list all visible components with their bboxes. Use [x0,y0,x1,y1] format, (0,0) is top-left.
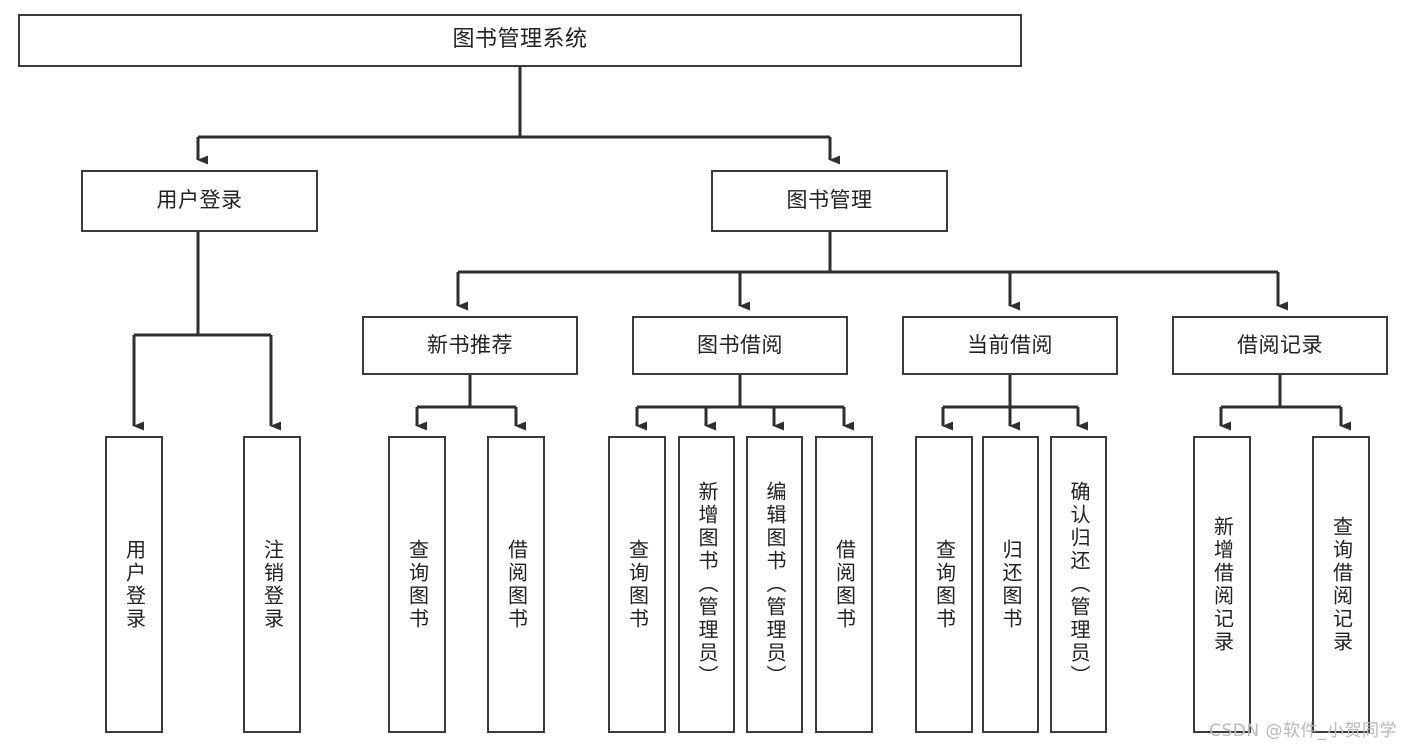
node-label: 确认归还（管理员） [1067,481,1091,688]
node-label: 图书管理 [786,188,873,213]
node-leaf-borrow-book-1[interactable]: 借阅图书 [487,436,545,733]
node-label: 新书推荐 [427,332,513,357]
node-leaf-query-book-2[interactable]: 查询图书 [608,436,666,733]
node-leaf-user-logout[interactable]: 注销登录 [243,436,301,733]
node-user-login[interactable]: 用户登录 [81,170,318,232]
node-label: 查询图书 [405,538,430,631]
node-leaf-add-record[interactable]: 新增借阅记录 [1193,436,1251,733]
node-leaf-query-book-3[interactable]: 查询图书 [915,436,973,733]
node-label: 借阅图书 [504,538,529,631]
node-leaf-add-book[interactable]: 新增图书（管理员） [678,436,735,733]
node-borrow-record[interactable]: 借阅记录 [1172,316,1388,375]
node-label: 借阅记录 [1237,332,1323,357]
node-leaf-return-book[interactable]: 归还图书 [982,436,1039,733]
node-label: 当前借阅 [967,332,1053,357]
node-label: 查询图书 [625,538,650,631]
node-label: 查询图书 [932,538,957,631]
node-leaf-edit-book[interactable]: 编辑图书（管理员） [746,436,803,733]
node-leaf-borrow-book-2[interactable]: 借阅图书 [815,436,873,733]
node-label: 新增借阅记录 [1210,515,1235,654]
node-label: 图书管理系统 [452,27,588,53]
node-leaf-query-record[interactable]: 查询借阅记录 [1312,436,1370,733]
node-label: 查询借阅记录 [1329,515,1354,654]
node-book-borrow[interactable]: 图书借阅 [632,316,848,375]
node-book-manage[interactable]: 图书管理 [711,170,948,232]
node-leaf-confirm-return[interactable]: 确认归还（管理员） [1050,436,1107,733]
watermark-text: CSDN @软件_小贺同学 [1209,721,1397,741]
node-root-system[interactable]: 图书管理系统 [18,14,1022,67]
node-label: 用户登录 [156,188,243,213]
node-leaf-user-login[interactable]: 用户登录 [105,436,163,733]
node-label: 新增图书（管理员） [695,481,719,688]
node-label: 借阅图书 [832,538,857,631]
node-new-book-rec[interactable]: 新书推荐 [362,316,578,375]
node-label: 归还图书 [999,538,1023,631]
node-label: 用户登录 [122,538,147,631]
node-label: 注销登录 [260,538,285,631]
node-leaf-query-book-1[interactable]: 查询图书 [388,436,446,733]
node-current-borrow[interactable]: 当前借阅 [902,316,1118,375]
node-label: 编辑图书（管理员） [763,481,787,688]
node-label: 图书借阅 [697,332,783,357]
